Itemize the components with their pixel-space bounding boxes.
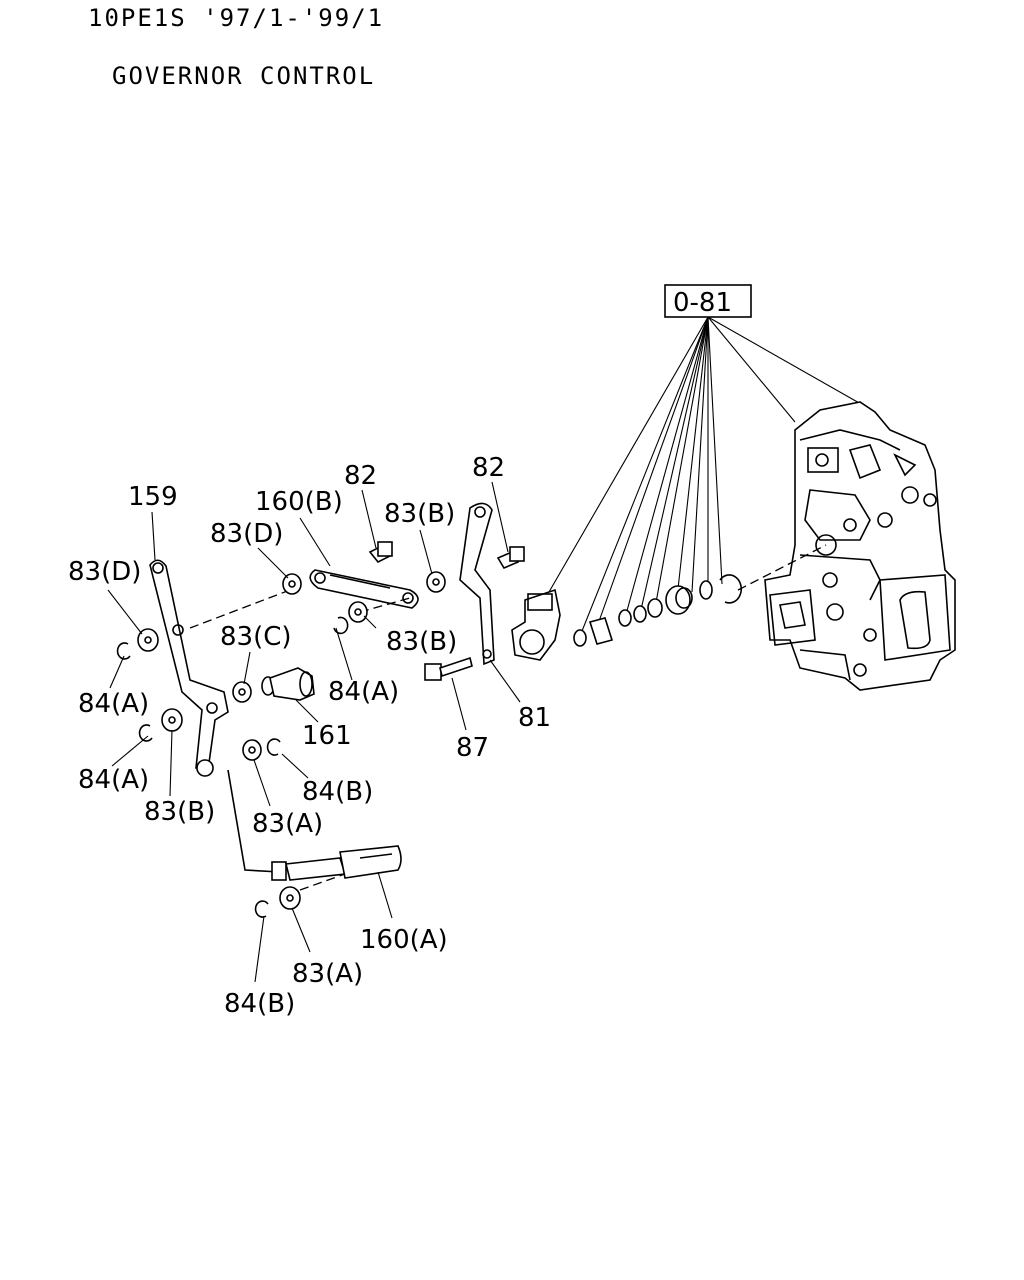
axis-160a-washer — [299, 873, 346, 891]
lever-159 — [149, 559, 229, 777]
bushing-161 — [261, 667, 315, 701]
callout-83a-lower[interactable]: 83(A) — [292, 959, 363, 989]
callout-83b-lower[interactable]: 83(B) — [144, 797, 215, 827]
bolt-82-left — [368, 541, 393, 564]
bolt-87 — [424, 656, 473, 681]
axis-159-160b — [189, 589, 291, 629]
callout-81[interactable]: 81 — [518, 703, 551, 733]
callout-160a[interactable]: 160(A) — [360, 925, 448, 955]
rod-160a — [227, 769, 402, 881]
callout-87[interactable]: 87 — [456, 733, 489, 763]
model-code: 10PE1S '97/1-'99/1 — [88, 4, 385, 32]
callout-83d-left[interactable]: 83(D) — [68, 557, 141, 587]
callout-160b[interactable]: 160(B) — [255, 487, 343, 517]
callout-83b-mid[interactable]: 83(B) — [386, 627, 457, 657]
bracket-81 — [459, 502, 495, 666]
governor-housing — [764, 401, 956, 691]
callout-83b-upper[interactable]: 83(B) — [384, 499, 455, 529]
callout-leader-lines — [107, 481, 521, 983]
callout-83d-upper[interactable]: 83(D) — [210, 519, 283, 549]
washers-and-clips — [116, 571, 446, 918]
assembly-leader-lines — [548, 316, 869, 637]
link-160b — [309, 569, 419, 609]
bolt-82-right — [496, 546, 525, 570]
callout-labels: 159 160(B) 82 82 83(D) 83(D) 83(B) 83(B)… — [68, 453, 551, 1019]
callout-83a-upper[interactable]: 83(A) — [252, 809, 323, 839]
callout-84b-upper[interactable]: 84(B) — [302, 777, 373, 807]
callout-84b-lower[interactable]: 84(B) — [224, 989, 295, 1019]
assembly-callout-0-81[interactable]: 0-81 — [664, 284, 752, 318]
callout-82-right[interactable]: 82 — [472, 453, 505, 483]
callout-159[interactable]: 159 — [128, 482, 178, 512]
shaft-axis-line — [737, 544, 827, 591]
section-title: GOVERNOR CONTROL — [112, 62, 376, 90]
callout-84a-lower-left[interactable]: 84(A) — [78, 765, 149, 795]
axis-160b-washer — [359, 597, 411, 613]
callout-84a-upper-left[interactable]: 84(A) — [78, 689, 149, 719]
shaft-parts — [511, 574, 743, 661]
callout-161[interactable]: 161 — [302, 721, 352, 751]
callout-84a-mid[interactable]: 84(A) — [328, 677, 399, 707]
callout-82-left[interactable]: 82 — [344, 461, 377, 491]
callout-83c[interactable]: 83(C) — [220, 622, 292, 652]
svg-text:0-81: 0-81 — [673, 288, 732, 318]
